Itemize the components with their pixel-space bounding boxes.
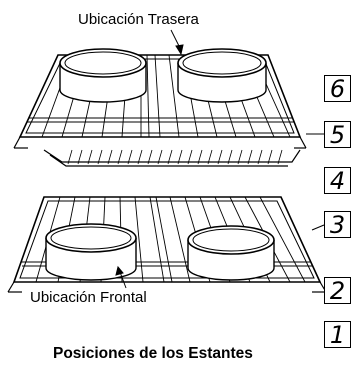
lower-front-left-pan	[45, 223, 137, 281]
rack-position-6: 6	[324, 75, 351, 102]
diagram-title: Posiciones de los Estantes	[53, 345, 253, 362]
rack-position-2: 2	[324, 277, 351, 304]
rear-location-label: Ubicación Trasera	[78, 11, 199, 28]
front-location-label: Ubicación Frontal	[30, 289, 147, 306]
leader-lines	[115, 29, 325, 289]
lower-front-right-pan	[187, 225, 275, 281]
shelf-support-wire	[43, 149, 301, 167]
upper-rear-left-pan	[59, 48, 147, 103]
rack-position-3: 3	[324, 211, 351, 238]
rack-position-4: 4	[324, 167, 351, 194]
rack-position-5: 5	[324, 121, 351, 148]
rack-position-1: 1	[324, 321, 351, 348]
upper-rear-right-pan	[177, 48, 267, 103]
